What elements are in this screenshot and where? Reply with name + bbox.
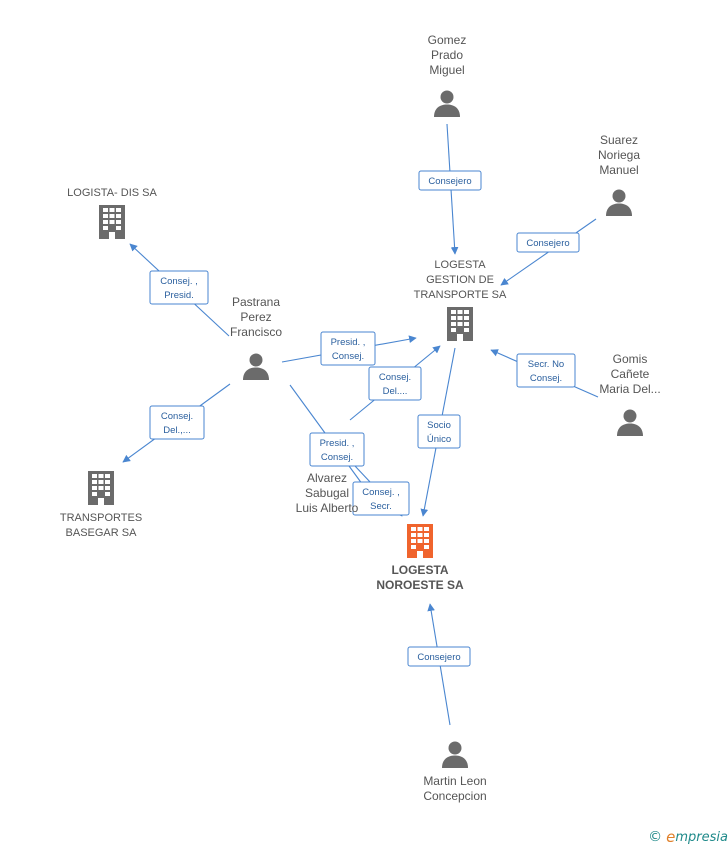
- relation-label-box: [320, 331, 376, 366]
- relation-label-text: Consej.: [379, 372, 411, 383]
- relation-label-box: [407, 646, 471, 667]
- relation-label-box: [516, 232, 580, 253]
- edge-pastrana-basegar: Consej. Del.,...: [122, 383, 231, 463]
- relation-label-box: [368, 366, 422, 401]
- building-icon: [99, 205, 125, 239]
- relation-label-text: Consejero: [428, 176, 471, 187]
- edge-gomis-gestion: Secr. No Consej.: [490, 349, 599, 398]
- copyright-symbol: ©: [648, 829, 663, 845]
- relation-label[interactable]: Consej. , Secr.: [352, 481, 410, 516]
- brand-name: mpresia: [675, 829, 728, 845]
- relation-label-text: Socio: [427, 420, 451, 431]
- relation-label-box: [309, 432, 365, 467]
- relation-label-box: [149, 270, 209, 305]
- edge-alvarez-gestion: Consej. Del....: [349, 345, 441, 421]
- building-icon: [88, 471, 114, 505]
- relation-label[interactable]: Consej. , Presid.: [149, 270, 209, 305]
- person-icon: [442, 741, 468, 768]
- edge-pastrana-gestion: Presid. , Consej.: [281, 331, 417, 366]
- brand-logo-letter: e: [666, 828, 676, 846]
- relation-label-text: Consejero: [417, 652, 460, 663]
- relation-label-text: Consej.: [321, 452, 353, 463]
- relation-label-text: Presid. ,: [320, 438, 355, 449]
- relation-label-text: Secr. No: [528, 359, 564, 370]
- relation-label-text: Del.,...: [163, 425, 190, 436]
- relation-label[interactable]: Secr. No Consej.: [516, 353, 576, 388]
- relation-label-text: Consejero: [526, 238, 569, 249]
- relation-label-text: Presid. ,: [331, 337, 366, 348]
- person-icon: [617, 409, 643, 436]
- relation-label[interactable]: Consejero: [516, 232, 580, 253]
- relation-label-text: Consej. ,: [160, 276, 198, 287]
- edge-pastrana-logista: Consej. , Presid.: [129, 243, 230, 337]
- relation-label-text: Secr.: [370, 501, 392, 512]
- person-icon: [606, 189, 632, 216]
- relation-label[interactable]: Consejero: [418, 170, 482, 191]
- relation-label-text: Único: [427, 434, 451, 445]
- relation-label-box: [516, 353, 576, 388]
- edge-gomez-gestion: Consejero: [418, 123, 482, 255]
- relation-label-box: [418, 170, 482, 191]
- relation-label-box: [149, 405, 205, 440]
- edge-alvarez-noroeste: Consej. , Secr.: [352, 465, 410, 517]
- relation-label-text: Consej. ,: [362, 487, 400, 498]
- person-icon: [243, 353, 269, 380]
- building-icon: [407, 524, 433, 558]
- node-logista-dis[interactable]: LOGISTA- DIS SA: [67, 187, 157, 239]
- relation-label-box: [417, 414, 461, 449]
- node-label: LOGISTA- DIS SA: [67, 187, 157, 199]
- person-icon: [434, 90, 460, 117]
- relation-label[interactable]: Consej. Del....: [368, 366, 422, 401]
- edge-martin-noroeste: Consejero: [407, 603, 471, 726]
- relation-label-text: Presid.: [164, 290, 194, 301]
- relation-label-text: Del....: [383, 386, 408, 397]
- relation-label-text: Consej.: [332, 351, 364, 362]
- relation-label[interactable]: Presid. , Consej.: [320, 331, 376, 366]
- edge-suarez-gestion: Consejero: [500, 218, 597, 286]
- relation-label[interactable]: Presid. , Consej.: [309, 432, 365, 467]
- relation-label-text: Consej.: [530, 373, 562, 384]
- relation-label[interactable]: Consej. Del.,...: [149, 405, 205, 440]
- relation-label[interactable]: Consejero: [407, 646, 471, 667]
- relation-label-text: Consej.: [161, 411, 193, 422]
- building-icon: [447, 307, 473, 341]
- relation-label-box: [352, 481, 410, 516]
